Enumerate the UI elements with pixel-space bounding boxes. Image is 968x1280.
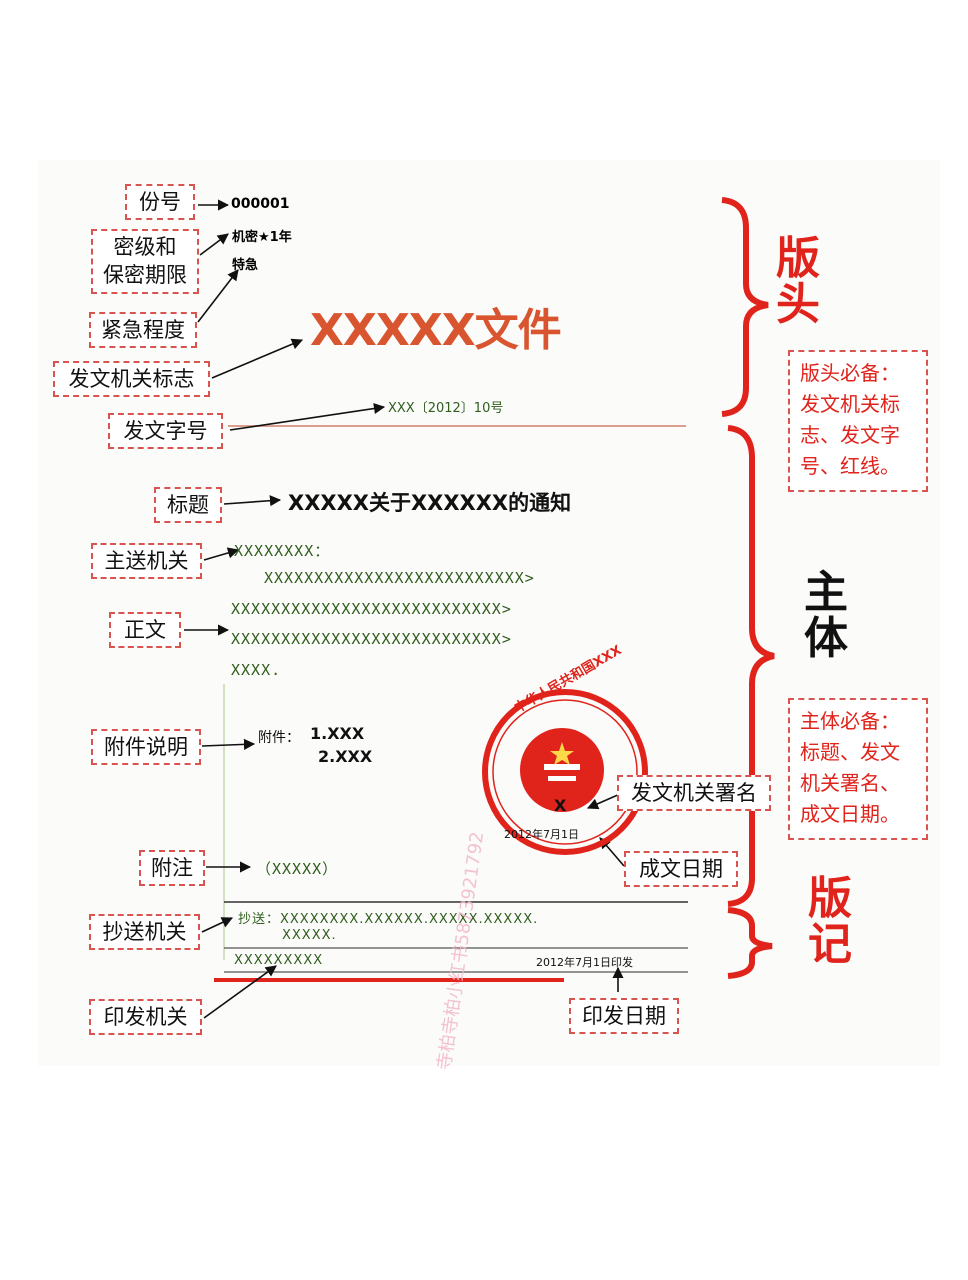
- label-secret-level: 密级和 保密期限: [91, 229, 199, 294]
- doc-copy-no: 000001: [231, 196, 290, 212]
- doc-cc-line-1: 抄送：XXXXXXXX.XXXXXX.XXXXX.XXXXX.: [238, 912, 539, 927]
- label-issuer-mark: 发文机关标志: [53, 361, 210, 398]
- arrow-secret: [199, 233, 229, 256]
- doc-remark: （XXXXX）: [256, 860, 339, 878]
- doc-signed-date: 2012年7月1日: [504, 828, 579, 841]
- note-main-required: 主体必备： 标题、发文 机关署名、 成文日期。: [788, 698, 928, 840]
- section-record: 版 记: [808, 873, 852, 971]
- doc-title: XXXXX关于XXXXXX的通知: [288, 491, 572, 515]
- doc-printer: XXXXXXXXX: [234, 953, 324, 968]
- doc-urgency: 特急: [232, 258, 259, 273]
- label-title: 标题: [154, 487, 222, 524]
- arrow-signature: [586, 793, 621, 810]
- section-main: 主 体: [804, 567, 848, 665]
- brace-main: [727, 425, 775, 907]
- doc-secret: 机密★1年: [232, 230, 292, 245]
- label-remark: 附注: [139, 850, 205, 887]
- brace-record: [727, 907, 773, 979]
- label-cc: 抄送机关: [89, 914, 200, 951]
- doc-attach-2: 2.XXX: [318, 747, 373, 766]
- doc-cc-line-2: XXXXX.: [282, 928, 337, 943]
- section-head: 版 头: [776, 233, 820, 331]
- arrow-attachment: [201, 738, 256, 750]
- label-doc-date: 成文日期: [624, 851, 738, 888]
- doc-body-line-4: XXXX.: [231, 661, 282, 679]
- doc-body-line-3: XXXXXXXXXXXXXXXXXXXXXXXXXXX>: [231, 630, 512, 648]
- label-urgency: 紧急程度: [89, 312, 197, 349]
- doc-issuer-mark: XXXXX文件: [310, 305, 562, 356]
- label-main-recipient: 主送机关: [91, 543, 202, 580]
- label-attachment-note: 附件说明: [91, 729, 201, 766]
- arrow-printer: [203, 965, 277, 1019]
- doc-recipient: XXXXXXXX：: [234, 542, 331, 560]
- doc-attach-1: 1.XXX: [310, 724, 365, 743]
- doc-body-line-1: XXXXXXXXXXXXXXXXXXXXXXXXXX>: [264, 569, 535, 587]
- seal-inner-text: X: [554, 796, 567, 815]
- brace-head: [721, 197, 769, 417]
- arrow-title: [223, 495, 282, 507]
- arrow-recipient: [203, 547, 240, 561]
- label-printing-org: 印发机关: [89, 999, 202, 1036]
- arrow-cc: [201, 917, 234, 933]
- doc-number: XXX〔2012〕10号: [388, 401, 504, 416]
- arrow-doc-number: [229, 402, 386, 431]
- label-body: 正文: [109, 612, 181, 649]
- doc-body-line-2: XXXXXXXXXXXXXXXXXXXXXXXXXXX>: [231, 600, 512, 618]
- label-print-date: 印发日期: [569, 998, 679, 1035]
- label-signature: 发文机关署名: [617, 775, 771, 812]
- label-copy-no: 份号: [125, 184, 195, 221]
- arrow-urgency: [197, 269, 239, 323]
- doc-attach-prefix: 附件：: [258, 730, 300, 746]
- note-head-required: 版头必备： 发文机关标 志、发文字 号、红线。: [788, 350, 928, 492]
- label-doc-number: 发文字号: [108, 413, 223, 450]
- doc-print-date: 2012年7月1日印发: [536, 956, 633, 969]
- official-seal: [482, 689, 648, 855]
- arrow-issuer: [211, 338, 304, 379]
